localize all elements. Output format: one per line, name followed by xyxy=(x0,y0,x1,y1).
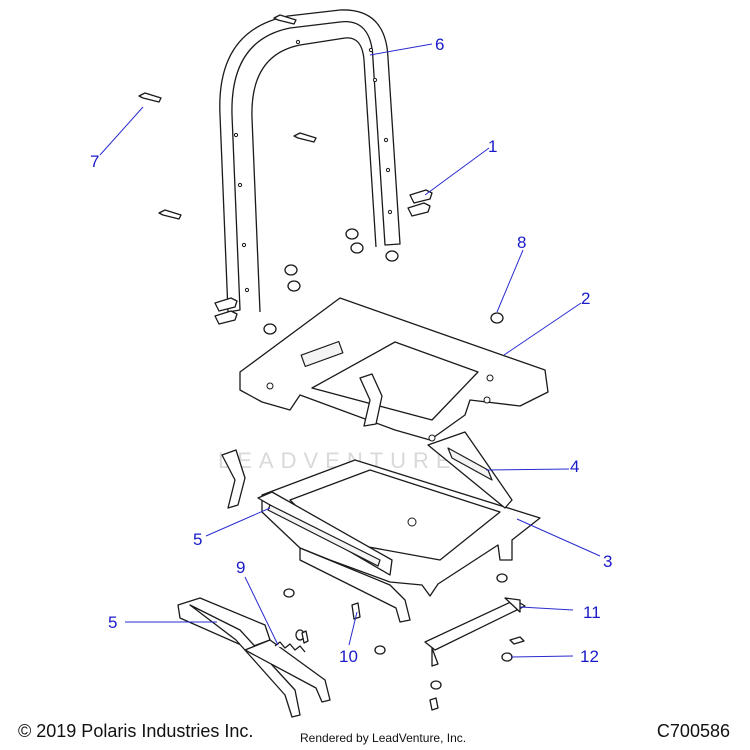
callout-labels: 1 2 3 4 5 5 6 7 8 9 10 11 12 xyxy=(90,35,612,666)
seat-upper-frame-part-2 xyxy=(239,297,549,442)
rendered-by-text: Rendered by LeadVenture, Inc. xyxy=(300,731,467,745)
leader-lines xyxy=(99,43,601,658)
callout-10: 10 xyxy=(339,647,358,666)
slide-rail-part-4 xyxy=(257,431,513,576)
release-handle-lower-part-5 xyxy=(177,597,331,718)
bracket-part-11 xyxy=(424,597,526,667)
grab-handle-tube xyxy=(219,9,401,313)
callout-2: 2 xyxy=(581,289,590,308)
callout-12: 12 xyxy=(580,647,599,666)
bolt-part-7 xyxy=(138,14,317,220)
release-handle-upper-part-5 xyxy=(221,449,411,623)
callout-9: 9 xyxy=(236,558,245,577)
copyright-text: © 2019 Polaris Industries Inc. xyxy=(18,721,254,741)
callout-5-lower: 5 xyxy=(108,613,117,632)
callout-8: 8 xyxy=(517,233,526,252)
callout-5-upper: 5 xyxy=(193,530,202,549)
small-fasteners xyxy=(283,573,525,711)
diagram-code: C700586 xyxy=(656,721,730,741)
nuts xyxy=(263,228,504,335)
callout-11: 11 xyxy=(583,603,601,622)
callout-4: 4 xyxy=(570,457,579,476)
callout-1: 1 xyxy=(488,137,497,156)
callout-7: 7 xyxy=(90,152,99,171)
callout-3: 3 xyxy=(603,552,612,571)
callout-6: 6 xyxy=(435,35,444,54)
bolt-part-1 xyxy=(214,189,433,325)
